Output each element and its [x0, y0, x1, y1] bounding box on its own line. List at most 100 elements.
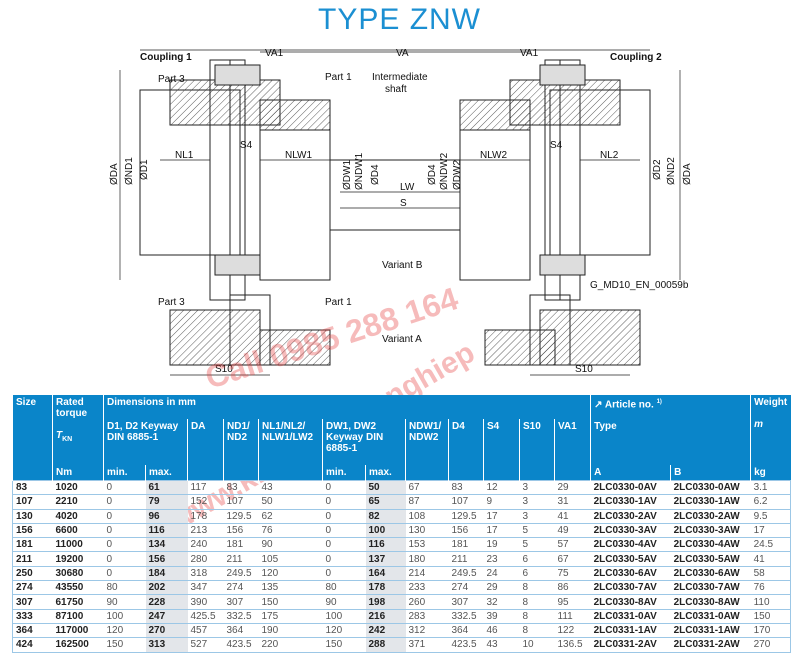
table-cell: 61750	[52, 594, 104, 610]
table-cell: 2LC0330-4AW	[670, 537, 751, 552]
table-cell: 198	[365, 594, 406, 610]
label-va1-right: VA1	[520, 48, 539, 59]
table-cell: 274	[12, 580, 53, 595]
table-cell: 122	[554, 622, 591, 638]
table-cell: 181	[448, 537, 484, 552]
table-cell: 6	[519, 565, 555, 581]
table-cell: 228	[145, 594, 188, 610]
table-cell: 100	[103, 608, 146, 624]
header-d-min: min.	[103, 465, 146, 481]
table-cell: 65	[365, 494, 406, 510]
label-variant-a: Variant A	[382, 334, 422, 345]
table-cell: 178	[365, 580, 406, 595]
header-dw-max: max.	[365, 465, 406, 481]
table-cell: 61	[145, 479, 188, 495]
table-cell: 10	[519, 637, 555, 653]
table-cell: 83	[448, 479, 484, 495]
table-cell: 332.5	[448, 608, 484, 624]
table-cell: 150	[750, 608, 792, 624]
table-cell: 274	[223, 580, 259, 595]
table-cell: 1020	[52, 479, 104, 495]
table-cell: 75	[554, 565, 591, 581]
table-cell: 270	[750, 637, 792, 653]
table-cell: 8	[519, 622, 555, 638]
table-cell: 11000	[52, 537, 104, 552]
table-cell: 90	[258, 537, 323, 552]
table-cell: 12	[483, 479, 520, 495]
table-cell: 170	[750, 622, 792, 638]
table-cell: 107	[448, 494, 484, 510]
table-cell: 9.5	[750, 508, 792, 524]
table-cell: 312	[405, 622, 449, 638]
table-cell: 90	[322, 594, 366, 610]
table-cell: 2LC0330-2AW	[670, 508, 751, 524]
label-nd2: ØND2	[666, 157, 677, 185]
table-cell: 135	[258, 580, 323, 595]
table-cell: 150	[103, 637, 146, 653]
label-ndw1: ØNDW1	[354, 152, 365, 190]
table-cell: 250	[12, 565, 53, 581]
page-title: TYPE ZNW	[318, 3, 481, 36]
label-nd1: ØND1	[124, 157, 135, 185]
header-nl: NL1/NL2/ NLW1/LW2	[258, 419, 323, 481]
table-cell: 0	[322, 565, 366, 581]
coupling-drawing: Coupling 1 Coupling 2 Part 3 Part 1 Inte…	[109, 48, 693, 376]
table-cell: 17	[483, 522, 520, 538]
table-cell: 3	[519, 479, 555, 495]
table-cell: 274	[448, 580, 484, 595]
table-cell: 80	[322, 580, 366, 595]
label-coupling-1: Coupling 1	[140, 52, 192, 63]
label-dw1: ØDW1	[342, 160, 353, 190]
table-cell: 2LC0330-3AV	[590, 522, 671, 538]
table-cell: 2LC0330-6AW	[670, 565, 751, 581]
table-cell: 214	[405, 565, 449, 581]
label-da-right: ØDA	[682, 163, 693, 185]
table-cell: 0	[103, 551, 146, 567]
table-cell: 117	[187, 479, 224, 495]
table-cell: 178	[187, 508, 224, 524]
label-va1-left: VA1	[265, 48, 284, 59]
table-cell: 156	[448, 522, 484, 538]
label-nl2: NL2	[600, 150, 619, 161]
table-cell: 181	[12, 537, 53, 552]
table-cell: 8	[519, 608, 555, 624]
table-cell: 2LC0331-1AW	[670, 622, 751, 638]
header-d-max: max.	[145, 465, 188, 481]
table-cell: 2LC0330-2AV	[590, 508, 671, 524]
table-cell: 17	[483, 508, 520, 524]
table-cell: 424	[12, 637, 53, 653]
table-cell: 120	[322, 622, 366, 638]
table-cell: 9	[483, 494, 520, 510]
table-cell: 156	[223, 522, 259, 538]
label-d2: ØD2	[652, 159, 663, 180]
table-cell: 0	[103, 494, 146, 510]
table-cell: 240	[187, 537, 224, 552]
table-cell: 2210	[52, 494, 104, 510]
header-va1: VA1	[553, 419, 591, 481]
label-da-left: ØDA	[109, 163, 120, 185]
table-cell: 67	[405, 479, 449, 495]
table-cell: 0	[322, 522, 366, 538]
table-cell: 2LC0330-8AW	[670, 594, 751, 610]
table-cell: 423.5	[223, 637, 259, 653]
table-cell: 110	[750, 594, 792, 610]
table-cell: 211	[12, 551, 53, 567]
table-cell: 30680	[52, 565, 104, 581]
table-cell: 233	[405, 580, 449, 595]
table-cell: 19	[483, 537, 520, 552]
label-lw: LW	[400, 182, 415, 193]
label-part-1: Part 1	[325, 72, 352, 83]
table-cell: 425.5	[187, 608, 224, 624]
table-cell: 2LC0330-6AV	[590, 565, 671, 581]
header-s10: S10	[519, 419, 555, 481]
label-s4-left: S4	[240, 140, 253, 151]
table-cell: 57	[554, 537, 591, 552]
table-cell: 39	[483, 608, 520, 624]
header-nm: Nm	[52, 465, 104, 481]
